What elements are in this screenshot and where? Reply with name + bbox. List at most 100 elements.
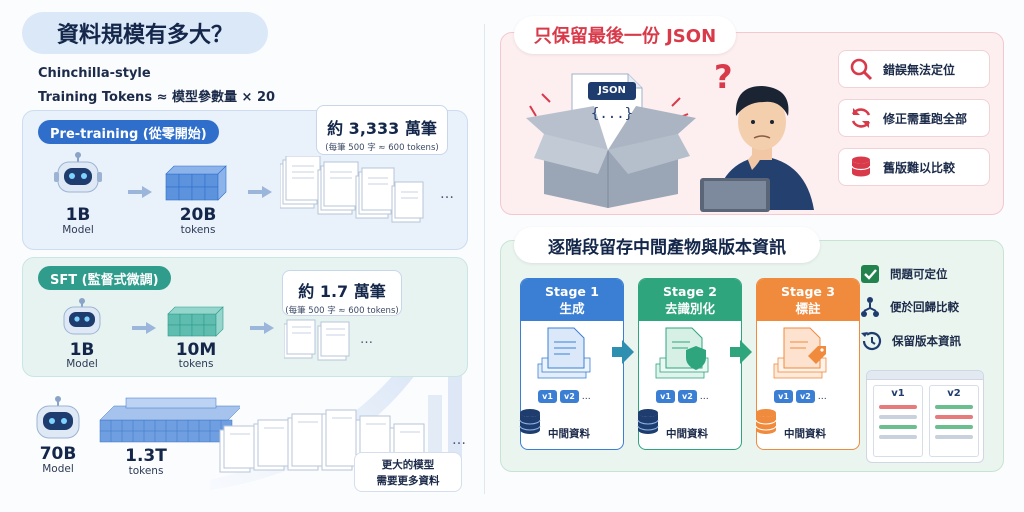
stage-header: Stage 3 標註 — [757, 279, 859, 321]
document-icon — [537, 327, 591, 379]
pretraining-label: Pre-training (從零開始) — [38, 120, 219, 144]
large-tokens-caption: tokens — [128, 465, 164, 477]
sft-note: (每筆 500 字 ≈ 600 tokens) — [285, 306, 399, 316]
sft-tokens: 10M — [175, 340, 217, 360]
version-badge: v1 — [656, 390, 675, 403]
arrow-right-icon — [250, 322, 274, 334]
version-badge: v1 — [774, 390, 793, 403]
version-more: … — [581, 392, 591, 402]
json-braces: {...} — [590, 106, 634, 122]
json-label: JSON — [588, 82, 636, 100]
stage-name: Stage 3 — [781, 284, 835, 299]
issue-label: 舊版難以比較 — [883, 160, 956, 175]
version-right-label: v2 — [947, 388, 961, 399]
version-badge: v2 — [795, 390, 815, 403]
arrow-right-icon — [248, 186, 272, 198]
version-badges: v1 v2 … — [774, 390, 844, 403]
version-column: v1 — [873, 385, 923, 457]
version-more: … — [817, 392, 827, 402]
document-tag-icon — [773, 327, 827, 379]
version-more: … — [699, 392, 709, 402]
benefit-label: 便於回歸比較 — [890, 300, 959, 314]
sft-label: SFT (監督式微調) — [38, 266, 171, 290]
large-model-size: 70B — [39, 444, 77, 464]
scale-note-line2: 需要更多資料 — [376, 475, 440, 487]
version-column: v2 — [929, 385, 979, 457]
robot-icon — [63, 298, 101, 335]
issue-item: 舊版難以比較 — [838, 148, 990, 186]
pretraining-count: 約 3,333 萬筆 — [327, 119, 437, 138]
pretraining-tokens-caption: tokens — [180, 224, 216, 236]
database-icon — [755, 409, 777, 434]
large-model-caption: Model — [42, 463, 74, 475]
issue-item: 錯誤無法定位 — [838, 50, 990, 88]
version-badges: v1 v2 … — [656, 390, 726, 403]
formula-caption: Chinchilla-style — [38, 66, 151, 81]
issue-label: 錯誤無法定位 — [883, 62, 956, 77]
document-stack-icon — [284, 319, 350, 361]
issue-item: 修正需重跑全部 — [838, 99, 990, 137]
document-shield-icon — [655, 327, 709, 379]
storage-label: 中間資料 — [784, 428, 826, 440]
arrow-right-icon — [730, 340, 752, 364]
stage-action: 標註 — [795, 301, 821, 316]
version-badge: v2 — [677, 390, 697, 403]
version-compare-window: v1 v2 — [866, 370, 984, 463]
stage-header: Stage 2 去識別化 — [639, 279, 741, 321]
problem-title: 只保留最後一份 JSON — [514, 16, 736, 54]
branch-icon — [861, 297, 879, 317]
benefit-item: 問題可定位 — [860, 264, 948, 284]
arrow-right-icon — [612, 340, 634, 364]
pretraining-callout: 約 3,333 萬筆 (每筆 500 字 ≈ 600 tokens) — [316, 105, 448, 155]
database-icon — [637, 409, 659, 434]
checkbox-icon — [861, 265, 879, 283]
storage-label: 中間資料 — [666, 428, 708, 440]
solution-title: 逐階段留存中間產物與版本資訊 — [514, 227, 820, 263]
pretraining-note: (每筆 500 字 ≈ 600 tokens) — [325, 143, 439, 153]
version-badge: v1 — [538, 390, 557, 403]
version-badges: v1 v2 … — [538, 390, 608, 403]
sft-count: 約 1.7 萬筆 — [298, 282, 386, 301]
token-cubes-icon — [165, 165, 227, 201]
issue-label: 修正需重跑全部 — [883, 111, 968, 126]
scale-note-line1: 更大的模型 — [381, 459, 435, 471]
benefit-label: 問題可定位 — [890, 267, 948, 281]
benefit-item: 保留版本資訊 — [860, 330, 961, 352]
version-left-label: v1 — [891, 388, 905, 399]
arrow-right-icon — [128, 186, 152, 198]
database-icon — [519, 409, 541, 434]
large-tokens: 1.3T — [125, 446, 167, 466]
storage-label: 中間資料 — [548, 428, 590, 440]
scale-note: 更大的模型 需要更多資料 — [354, 452, 462, 492]
stage-name: Stage 2 — [663, 284, 717, 299]
stage-action: 去識別化 — [664, 301, 715, 316]
sft-ellipsis: … — [360, 332, 373, 347]
sft-callout: 約 1.7 萬筆 (每筆 500 字 ≈ 600 tokens) — [282, 270, 402, 316]
database-icon — [851, 156, 871, 177]
large-ellipsis: … — [452, 432, 466, 448]
robot-icon — [54, 152, 102, 193]
magnifier-icon — [850, 58, 873, 81]
sft-tokens-caption: tokens — [178, 358, 214, 370]
robot-icon — [36, 396, 80, 439]
benefit-label: 保留版本資訊 — [892, 334, 961, 348]
token-cubes-icon — [99, 397, 240, 443]
pretraining-ellipsis: … — [440, 186, 454, 202]
stage-header: Stage 1 生成 — [521, 279, 623, 321]
window-titlebar — [867, 371, 983, 380]
confused-person-icon — [700, 86, 814, 212]
formula-text: Training Tokens ≈ 模型參數量 × 20 — [38, 90, 276, 105]
center-divider — [484, 24, 485, 494]
document-stack-icon — [280, 156, 424, 223]
sft-model-size: 1B — [69, 340, 95, 360]
page-title: 資料規模有多大？ — [22, 12, 268, 54]
stage-action: 生成 — [559, 301, 585, 316]
question-mark: ? — [714, 58, 733, 96]
benefit-item: 便於回歸比較 — [860, 296, 959, 318]
pretraining-model-size: 1B — [65, 205, 91, 225]
pretraining-tokens: 20B — [179, 205, 217, 225]
sft-model-caption: Model — [66, 358, 98, 370]
stage-name: Stage 1 — [545, 284, 599, 299]
version-badge: v2 — [559, 390, 579, 403]
refresh-icon — [851, 108, 871, 128]
